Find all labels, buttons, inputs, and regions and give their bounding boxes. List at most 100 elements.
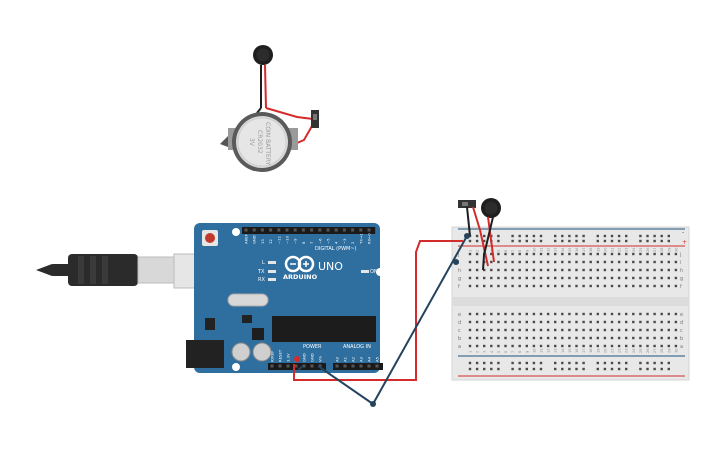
digital-pin[interactable]	[342, 228, 346, 232]
breadboard-hole[interactable]	[639, 361, 642, 365]
breadboard-hole[interactable]	[639, 344, 642, 348]
breadboard-hole[interactable]	[504, 276, 507, 280]
breadboard-hole[interactable]	[610, 252, 614, 256]
breadboard-hole[interactable]	[589, 312, 592, 316]
breadboard-hole[interactable]	[617, 344, 621, 348]
breadboard-hole[interactable]	[660, 239, 663, 243]
breadboard-hole[interactable]	[596, 312, 599, 316]
breadboard-hole[interactable]	[610, 284, 614, 288]
power-pin[interactable]	[318, 364, 322, 368]
breadboard-hole[interactable]	[596, 336, 599, 340]
breadboard-hole[interactable]	[525, 367, 528, 371]
digital-pin[interactable]	[318, 228, 322, 232]
breadboard-hole[interactable]	[617, 367, 621, 371]
breadboard-hole[interactable]	[632, 328, 635, 332]
digital-pin[interactable]	[359, 228, 363, 232]
breadboard-hole[interactable]	[596, 344, 599, 348]
breadboard-hole[interactable]	[653, 268, 656, 272]
breadboard-hole[interactable]	[468, 336, 472, 340]
breadboard-hole[interactable]	[617, 328, 621, 332]
breadboard-hole[interactable]	[475, 252, 479, 256]
breadboard-hole[interactable]	[610, 312, 614, 316]
breadboard-hole[interactable]	[468, 312, 472, 316]
slide-switch-icon[interactable]	[311, 110, 319, 128]
breadboard-hole[interactable]	[539, 234, 543, 238]
breadboard-hole[interactable]	[575, 239, 578, 243]
breadboard-hole[interactable]	[582, 284, 585, 288]
breadboard-hole[interactable]	[525, 320, 528, 324]
breadboard-hole[interactable]	[546, 276, 550, 280]
breadboard-hole[interactable]	[511, 367, 514, 371]
breadboard-hole[interactable]	[539, 336, 543, 340]
breadboard-hole[interactable]	[554, 260, 557, 264]
breadboard-hole[interactable]	[483, 344, 486, 348]
breadboard-hole[interactable]	[632, 268, 635, 272]
breadboard-hole[interactable]	[568, 367, 571, 371]
breadboard-hole[interactable]	[504, 268, 507, 272]
breadboard-hole[interactable]	[475, 328, 479, 332]
breadboard-hole[interactable]	[603, 367, 607, 371]
breadboard-hole[interactable]	[589, 344, 592, 348]
breadboard-hole[interactable]	[561, 284, 564, 288]
breadboard-hole[interactable]	[525, 361, 528, 365]
breadboard-hole[interactable]	[617, 234, 621, 238]
breadboard-hole[interactable]	[532, 239, 536, 243]
breadboard-hole[interactable]	[646, 367, 649, 371]
breadboard-hole[interactable]	[660, 328, 663, 332]
breadboard-hole[interactable]	[603, 239, 607, 243]
breadboard-hole[interactable]	[639, 268, 642, 272]
breadboard-hole[interactable]	[554, 328, 557, 332]
breadboard-hole[interactable]	[653, 239, 656, 243]
breadboard-hole[interactable]	[518, 239, 521, 243]
breadboard-hole[interactable]	[525, 260, 528, 264]
navy-wire-2[interactable]	[317, 365, 374, 405]
breadboard-hole[interactable]	[518, 336, 521, 340]
breadboard-hole[interactable]	[554, 361, 557, 365]
breadboard-hole[interactable]	[511, 336, 514, 340]
breadboard-hole[interactable]	[532, 268, 536, 272]
breadboard-hole[interactable]	[468, 276, 472, 280]
breadboard-hole[interactable]	[674, 336, 678, 340]
breadboard-hole[interactable]	[603, 252, 607, 256]
analog-pin[interactable]	[359, 364, 363, 368]
breadboard-hole[interactable]	[483, 328, 486, 332]
breadboard-hole[interactable]	[561, 320, 564, 324]
breadboard-hole[interactable]	[632, 320, 635, 324]
breadboard-hole[interactable]	[603, 328, 607, 332]
breadboard-hole[interactable]	[497, 367, 500, 371]
breadboard-hole[interactable]	[561, 344, 564, 348]
breadboard-hole[interactable]	[667, 328, 670, 332]
breadboard-hole[interactable]	[475, 239, 479, 243]
breadboard-hole[interactable]	[674, 284, 678, 288]
breadboard-hole[interactable]	[561, 361, 564, 365]
breadboard-hole[interactable]	[475, 320, 479, 324]
breadboard-hole[interactable]	[561, 336, 564, 340]
breadboard-hole[interactable]	[511, 344, 514, 348]
breadboard-hole[interactable]	[511, 361, 514, 365]
breadboard-hole[interactable]	[625, 284, 628, 288]
breadboard-hole[interactable]	[568, 361, 571, 365]
breadboard-hole[interactable]	[539, 361, 543, 365]
breadboard-hole[interactable]	[475, 367, 479, 371]
breadboard-hole[interactable]	[575, 328, 578, 332]
breadboard-hole[interactable]	[525, 312, 528, 316]
breadboard-hole[interactable]	[646, 361, 649, 365]
breadboard-hole[interactable]	[610, 361, 614, 365]
breadboard-hole[interactable]	[610, 336, 614, 340]
breadboard-hole[interactable]	[582, 367, 585, 371]
breadboard-hole[interactable]	[660, 234, 663, 238]
breadboard-hole[interactable]	[617, 336, 621, 340]
breadboard-hole[interactable]	[539, 252, 543, 256]
breadboard-hole[interactable]	[554, 239, 557, 243]
breadboard-hole[interactable]	[632, 312, 635, 316]
breadboard-hole[interactable]	[660, 260, 663, 264]
breadboard-hole[interactable]	[539, 284, 543, 288]
breadboard-hole[interactable]	[582, 320, 585, 324]
breadboard-hole[interactable]	[660, 361, 663, 365]
breadboard-hole[interactable]	[646, 344, 649, 348]
breadboard-hole[interactable]	[603, 344, 607, 348]
breadboard-hole[interactable]	[625, 276, 628, 280]
breadboard-hole[interactable]	[625, 344, 628, 348]
breadboard-hole[interactable]	[539, 328, 543, 332]
breadboard-hole[interactable]	[582, 252, 585, 256]
